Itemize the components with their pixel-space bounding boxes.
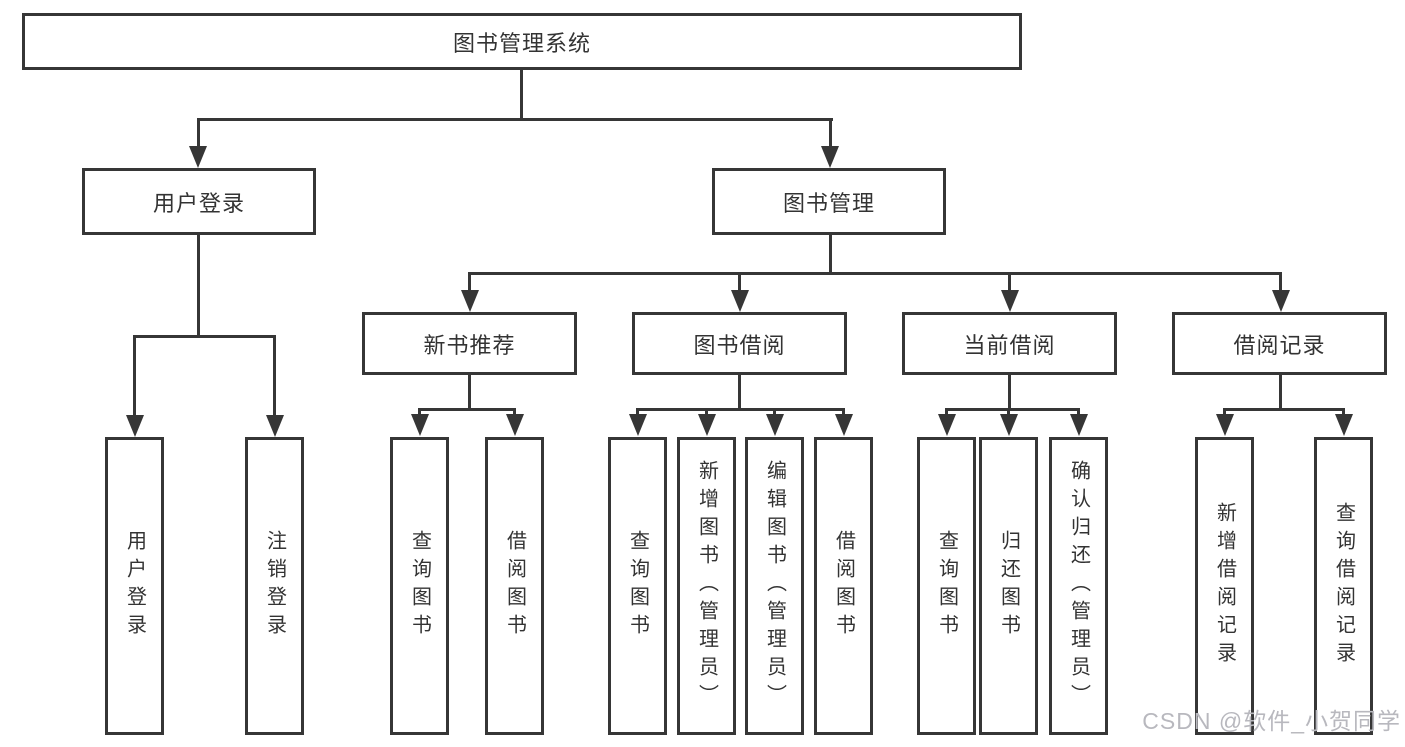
connector-line — [773, 408, 776, 416]
node-book-borrow-label: 图书借阅 — [693, 332, 786, 358]
leaf-query-books-borrow: 查询图书 — [608, 437, 667, 735]
arrowhead — [628, 414, 647, 436]
connector-line — [1077, 408, 1080, 416]
connector-line — [468, 272, 471, 294]
leaf-borrow-books: 借阅图书 — [814, 437, 873, 735]
connector-line — [945, 408, 1080, 411]
leaf-borrow-books-recommend-label: 借阅图书 — [503, 530, 526, 642]
connector-line — [273, 335, 276, 417]
node-current-borrow-label: 当前借阅 — [963, 332, 1056, 358]
connector-line — [1223, 408, 1345, 411]
connector-line — [133, 335, 136, 417]
arrowhead — [999, 414, 1018, 436]
connector-line — [945, 408, 948, 416]
arrowhead — [189, 146, 207, 168]
leaf-add-borrow-record: 新增借阅记录 — [1195, 437, 1254, 735]
leaf-borrow-books-label: 借阅图书 — [832, 530, 855, 642]
leaf-return-books: 归还图书 — [979, 437, 1038, 735]
connector-line — [636, 408, 639, 416]
arrowhead — [1334, 414, 1353, 436]
node-new-book-recommend: 新书推荐 — [362, 312, 577, 375]
leaf-query-books-recommend-label: 查询图书 — [408, 530, 431, 642]
leaf-add-books-admin-label: 新增图书（管理员） — [695, 460, 718, 712]
arrowhead — [1069, 414, 1088, 436]
leaf-add-borrow-record-label: 新增借阅记录 — [1213, 502, 1236, 670]
leaf-user-login: 用户登录 — [105, 437, 164, 735]
leaf-query-borrow-record-label: 查询借阅记录 — [1332, 502, 1355, 670]
leaf-query-books-current: 查询图书 — [917, 437, 976, 735]
connector-line — [520, 68, 523, 120]
connector-line — [1279, 375, 1282, 410]
node-user-login: 用户登录 — [82, 168, 316, 235]
node-book-borrow: 图书借阅 — [632, 312, 847, 375]
connector-line — [705, 408, 708, 416]
arrowhead — [125, 415, 144, 437]
arrowhead — [937, 414, 956, 436]
connector-line — [829, 235, 832, 274]
arrowhead — [834, 414, 853, 436]
arrowhead — [765, 414, 784, 436]
csdn-watermark: CSDN @软件_小贺同学 — [1142, 708, 1401, 734]
leaf-add-books-admin: 新增图书（管理员） — [677, 437, 736, 735]
leaf-edit-books-admin: 编辑图书（管理员） — [745, 437, 804, 735]
connector-line — [1279, 272, 1282, 294]
node-current-borrow: 当前借阅 — [902, 312, 1117, 375]
leaf-user-login-label: 用户登录 — [123, 530, 146, 642]
node-book-management: 图书管理 — [712, 168, 946, 235]
connector-line — [1223, 408, 1226, 416]
connector-line — [197, 235, 200, 337]
connector-line — [468, 375, 471, 410]
leaf-query-books-recommend: 查询图书 — [390, 437, 449, 735]
connector-line — [1008, 272, 1011, 294]
connector-line — [133, 335, 276, 338]
arrowhead — [460, 290, 479, 312]
arrowhead — [505, 414, 524, 436]
connector-line — [842, 408, 845, 416]
connector-line — [418, 408, 421, 416]
connector-line — [738, 272, 741, 294]
leaf-edit-books-admin-label: 编辑图书（管理员） — [763, 460, 786, 712]
connector-line — [197, 118, 200, 150]
arrowhead — [410, 414, 429, 436]
connector-line — [1008, 375, 1011, 410]
node-root: 图书管理系统 — [22, 13, 1022, 70]
leaf-confirm-return-admin: 确认归还（管理员） — [1049, 437, 1108, 735]
connector-line — [636, 408, 845, 411]
arrowhead — [697, 414, 716, 436]
leaf-return-books-label: 归还图书 — [997, 530, 1020, 642]
node-new-book-recommend-label: 新书推荐 — [423, 332, 516, 358]
arrowhead — [265, 415, 284, 437]
leaf-query-borrow-record: 查询借阅记录 — [1314, 437, 1373, 735]
connector-line — [197, 118, 833, 121]
leaf-confirm-return-admin-label: 确认归还（管理员） — [1067, 460, 1090, 712]
leaf-query-books-current-label: 查询图书 — [935, 530, 958, 642]
connector-line — [418, 408, 516, 411]
arrowhead — [821, 146, 839, 168]
arrowhead — [730, 290, 749, 312]
arrowhead — [1000, 290, 1019, 312]
node-book-management-label: 图书管理 — [782, 190, 875, 216]
leaf-query-books-borrow-label: 查询图书 — [626, 530, 649, 642]
arrowhead — [1271, 290, 1290, 312]
leaf-logout-label: 注销登录 — [263, 530, 286, 642]
connector-line — [513, 408, 516, 416]
connector-line — [468, 272, 1282, 275]
leaf-logout: 注销登录 — [245, 437, 304, 735]
node-root-label: 图书管理系统 — [452, 30, 591, 56]
node-user-login-label: 用户登录 — [152, 190, 245, 216]
node-borrow-records: 借阅记录 — [1172, 312, 1387, 375]
connector-line — [1342, 408, 1345, 416]
connector-line — [738, 375, 741, 410]
arrowhead — [1215, 414, 1234, 436]
leaf-borrow-books-recommend: 借阅图书 — [485, 437, 544, 735]
node-borrow-records-label: 借阅记录 — [1233, 332, 1326, 358]
connector-line — [829, 118, 832, 150]
connector-line — [1007, 408, 1010, 416]
